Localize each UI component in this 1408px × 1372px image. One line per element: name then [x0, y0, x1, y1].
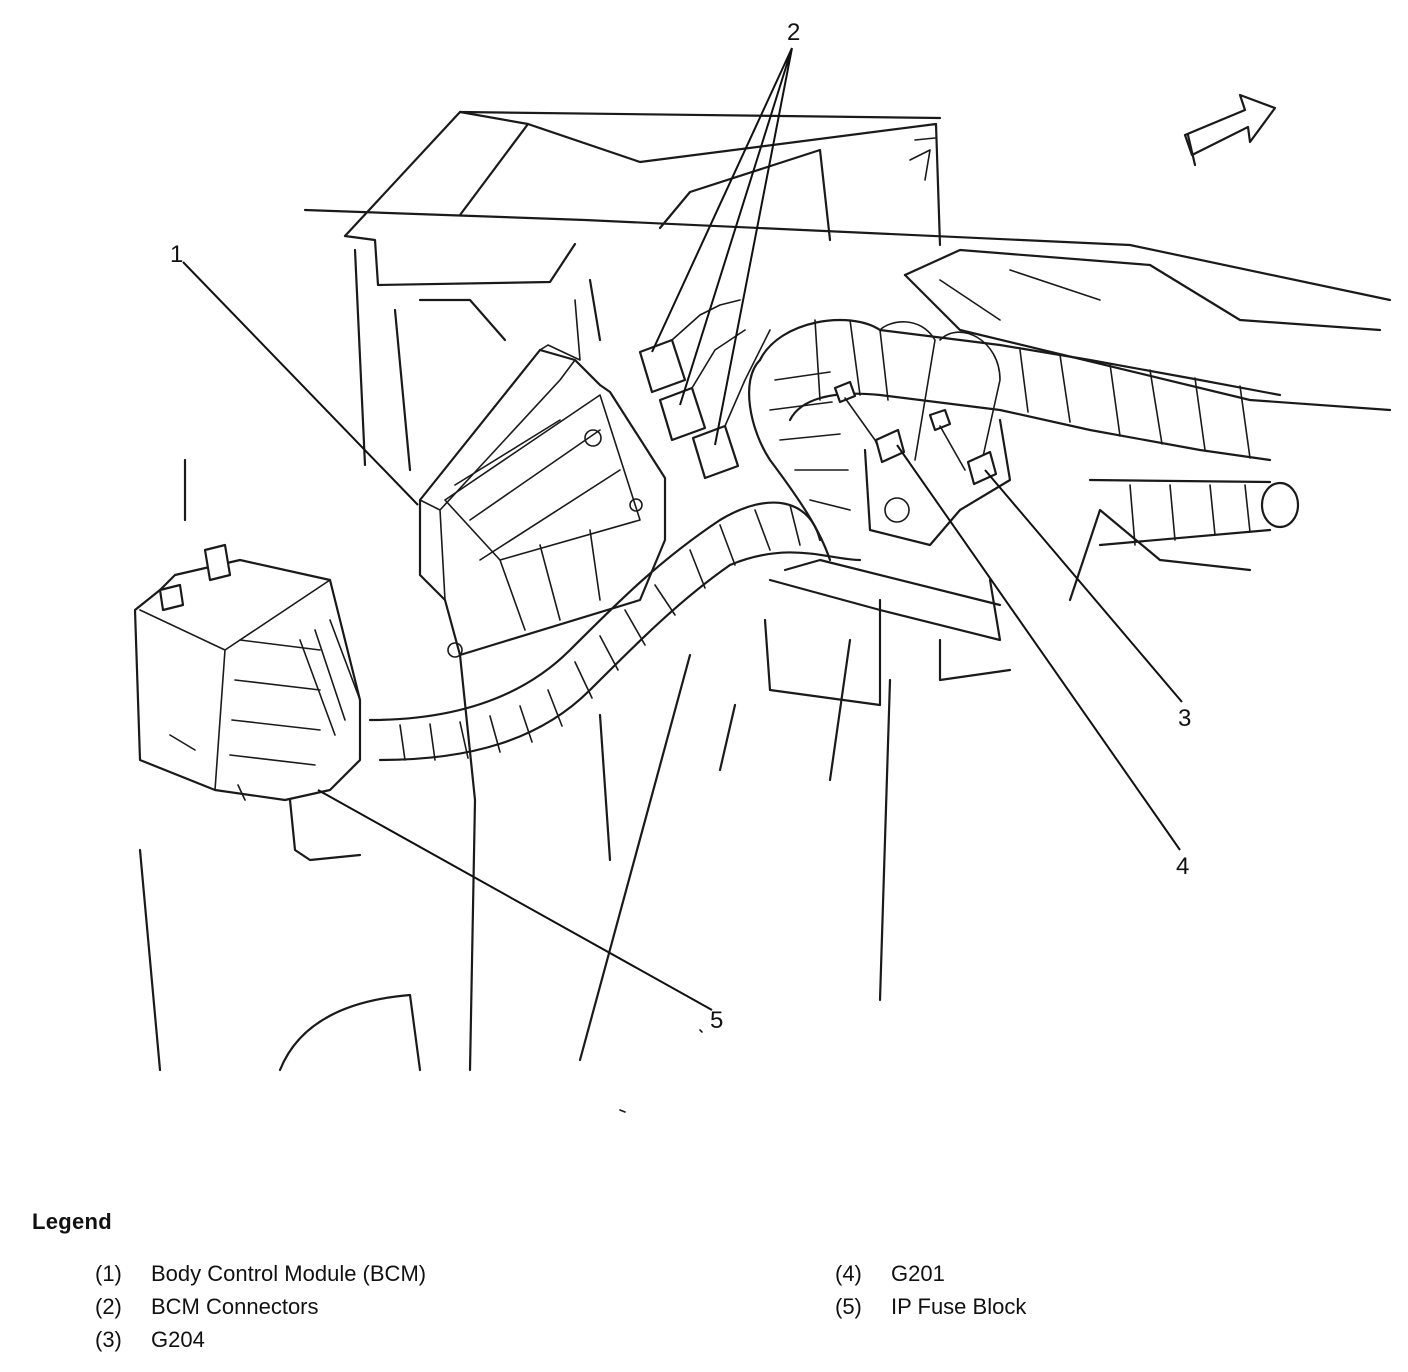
- legend-item-number: (2): [95, 1294, 122, 1319]
- legend-item-5: (5) IP Fuse Block: [835, 1294, 1026, 1327]
- legend-column-left: (1) Body Control Module (BCM) (2) BCM Conn…: [95, 1261, 426, 1360]
- ground-brackets: [833, 321, 1012, 547]
- body-control-module: [418, 299, 667, 658]
- ip-fuse-block: [133, 543, 362, 802]
- legend-item-4: (4) G201: [835, 1261, 1026, 1294]
- legend-item-number: (1): [95, 1261, 122, 1286]
- legend-item-number: (5): [835, 1294, 862, 1319]
- legend-item-2: (2) BCM Connectors: [95, 1294, 426, 1327]
- callout-3: 3: [1178, 705, 1191, 732]
- legend-item-number: (4): [835, 1261, 862, 1286]
- legend-title: Legend: [32, 1209, 113, 1234]
- forward-direction-arrow: [1183, 93, 1277, 167]
- upper-dash-panel: [303, 110, 1392, 472]
- legend-item-3: (3) G204: [95, 1327, 426, 1360]
- callout-4: 4: [1176, 853, 1189, 880]
- legend-item-text: G204: [151, 1327, 205, 1352]
- legend-item-text: G201: [891, 1261, 945, 1286]
- legend: Legend (1) Body Control Module (BCM) (2) B…: [0, 1195, 1408, 1372]
- callout-2: 2: [787, 19, 800, 46]
- legend-item-number: (3): [95, 1327, 122, 1352]
- legend-item-1: (1) Body Control Module (BCM): [95, 1261, 426, 1294]
- callout-5: 5: [710, 1007, 723, 1034]
- callout-1: 1: [170, 241, 183, 268]
- legend-item-text: IP Fuse Block: [891, 1294, 1027, 1319]
- legend-item-text: Body Control Module (BCM): [151, 1261, 427, 1286]
- leader-lines: [182, 47, 1183, 1011]
- legend-item-text: BCM Connectors: [151, 1294, 319, 1319]
- bcm-location-diagram: 1 2 3 4 5: [133, 19, 1392, 1113]
- lower-dash-structure: [138, 458, 1252, 1113]
- legend-column-right: (4) G201 (5) IP Fuse Block: [835, 1261, 1026, 1327]
